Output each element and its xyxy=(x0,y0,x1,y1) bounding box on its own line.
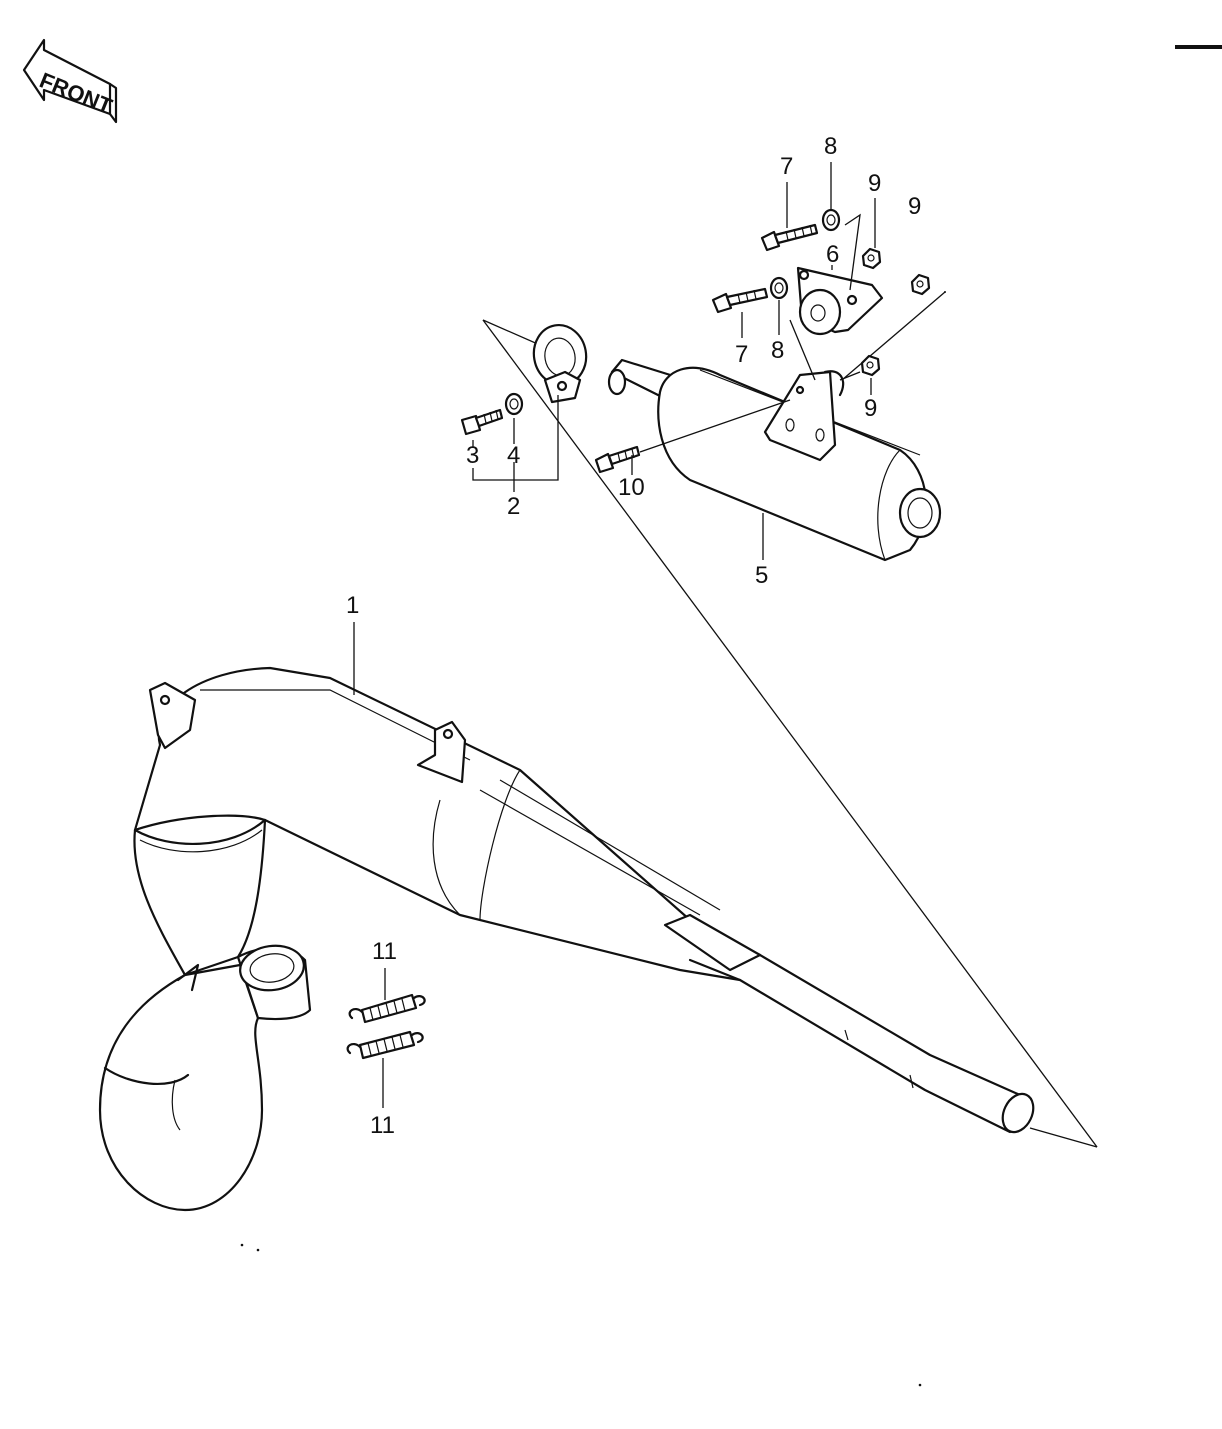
callout-11-lower: 11 xyxy=(370,1112,395,1139)
callout-numbers: 1 2 3 4 5 6 7 7 8 8 9 9 9 10 11 11 xyxy=(346,133,921,1139)
callout-1: 1 xyxy=(346,592,359,619)
nut-9-c xyxy=(860,354,881,377)
callout-9-a: 9 xyxy=(868,170,881,197)
bolt-7-lower xyxy=(711,287,769,314)
callout-4: 4 xyxy=(507,442,520,469)
bolt-3 xyxy=(460,408,504,436)
bracket-6 xyxy=(796,266,884,336)
callout-11-upper: 11 xyxy=(372,938,397,965)
callout-7-upper: 7 xyxy=(780,153,793,180)
nut-4 xyxy=(504,392,524,416)
callout-8-lower: 8 xyxy=(771,337,784,364)
washer-8-upper xyxy=(821,208,841,232)
spring-11-lower xyxy=(346,1030,424,1060)
bolt-7-upper xyxy=(760,223,819,252)
callout-7-lower: 7 xyxy=(735,341,748,368)
callout-8-upper: 8 xyxy=(824,133,837,160)
expansion-chamber xyxy=(98,666,1035,1212)
silencer xyxy=(607,358,942,562)
front-arrow-icon: FRONT xyxy=(22,38,118,124)
callout-9-b: 9 xyxy=(908,193,921,220)
callout-2: 2 xyxy=(507,493,520,520)
callout-10: 10 xyxy=(618,474,645,501)
callout-3: 3 xyxy=(466,442,479,469)
washer-8-lower xyxy=(769,276,789,300)
callout-5: 5 xyxy=(755,562,768,589)
callout-9-c: 9 xyxy=(864,395,877,422)
nut-9-b xyxy=(910,273,931,296)
clamp xyxy=(532,324,588,404)
callout-6: 6 xyxy=(826,241,839,268)
leader-lines xyxy=(353,162,876,1108)
nut-9-a xyxy=(861,247,882,270)
bolt-10 xyxy=(594,445,641,474)
spring-11-upper xyxy=(348,993,426,1024)
scan-specks xyxy=(240,291,946,1387)
